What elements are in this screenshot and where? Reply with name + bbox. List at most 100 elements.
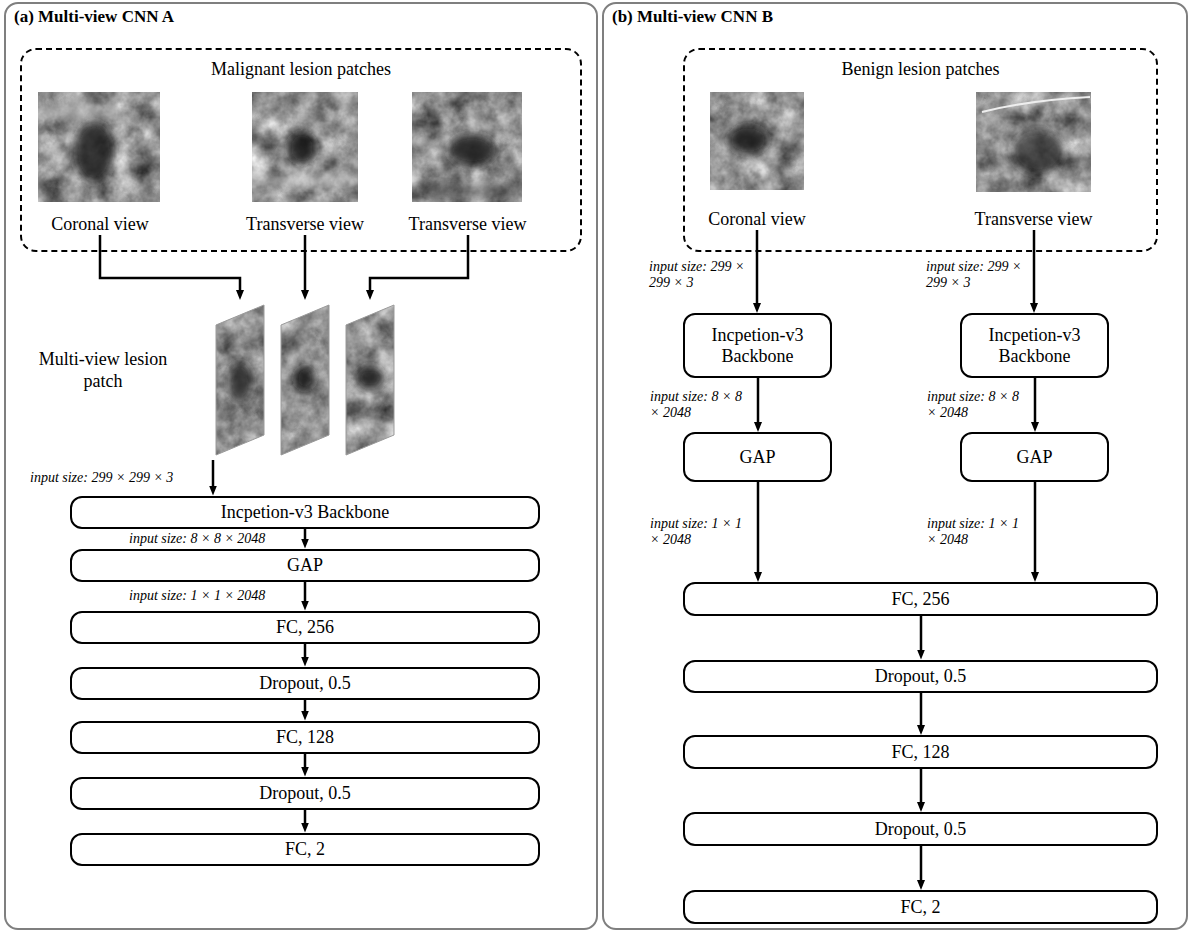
caption-text: Multi-view lesion patch bbox=[18, 348, 188, 392]
caption-text: Malignant lesion patches bbox=[22, 58, 580, 80]
caption-text: Coronal view bbox=[708, 208, 805, 230]
layer-box: FC, 256 bbox=[683, 582, 1158, 616]
patch-outline bbox=[281, 305, 329, 455]
input-size-label: input size: 299 × 299 × 3 bbox=[926, 259, 1026, 291]
lesion-blob bbox=[288, 132, 316, 164]
lesion-blob bbox=[448, 134, 496, 166]
arrow-connector bbox=[304, 582, 307, 605]
tissue-band bbox=[412, 182, 522, 198]
layer-box: Incpetion-v3 Backbone bbox=[960, 313, 1109, 378]
arrow-connector bbox=[1034, 482, 1037, 576]
input-size-label: input size: 8 × 8 × 2048 bbox=[650, 389, 750, 421]
input-size-label: input size: 8 × 8 × 2048 bbox=[129, 531, 265, 547]
tissue-texture bbox=[281, 305, 329, 455]
layer-name: GAP bbox=[739, 447, 775, 468]
lesion-blob bbox=[1012, 130, 1064, 174]
lesion-image bbox=[412, 92, 522, 202]
lesion-image bbox=[976, 92, 1091, 192]
panel-title: (a) Multi-view CNN A bbox=[14, 7, 596, 27]
layer-name: FC, 256 bbox=[276, 617, 334, 638]
layer-box: Dropout, 0.5 bbox=[70, 667, 540, 700]
layer-box: FC, 128 bbox=[70, 721, 540, 754]
layer-box: Incpetion-v3 Backbone bbox=[70, 496, 540, 529]
layer-name: Dropout, 0.5 bbox=[259, 673, 351, 694]
arrow-connector bbox=[1034, 378, 1037, 426]
arrow-connector bbox=[757, 482, 760, 576]
lesion-blob bbox=[74, 122, 114, 182]
layer-box: Dropout, 0.5 bbox=[70, 777, 540, 810]
stacked-patch: Multi-view lesion patch bbox=[18, 300, 408, 460]
image-patch: Coronal view bbox=[687, 90, 827, 230]
arrow-connector bbox=[920, 693, 923, 730]
caption-text: Transverse view bbox=[409, 213, 527, 235]
panel-title: (b) Multi-view CNN B bbox=[612, 7, 1186, 27]
layer-name: FC, 2 bbox=[900, 897, 940, 918]
layer-name: FC, 128 bbox=[276, 727, 334, 748]
layer-name: FC, 256 bbox=[891, 589, 949, 610]
tissue-texture bbox=[710, 92, 804, 190]
lesion-blob bbox=[356, 366, 384, 390]
layer-box: FC, 2 bbox=[70, 833, 540, 866]
input-size-label: input size: 1 × 1 × 2048 bbox=[650, 516, 750, 548]
layer-name: Incpetion-v3 Backbone bbox=[691, 325, 824, 367]
layer-box: Dropout, 0.5 bbox=[683, 812, 1158, 846]
image-patch: Transverse view bbox=[966, 90, 1101, 230]
skewed-patch bbox=[281, 305, 329, 455]
tissue-band bbox=[252, 174, 358, 186]
layer-box: GAP bbox=[683, 432, 832, 482]
tissue-texture bbox=[346, 305, 394, 455]
layer-box: Dropout, 0.5 bbox=[683, 660, 1158, 693]
layer-name: Dropout, 0.5 bbox=[875, 819, 967, 840]
lesion-image bbox=[252, 92, 358, 202]
arrow-connector bbox=[370, 235, 468, 294]
patch-outline bbox=[346, 305, 394, 455]
layer-name: Incpetion-v3 Backbone bbox=[221, 502, 389, 523]
image-patch: Transverse view bbox=[400, 90, 535, 235]
tissue-texture bbox=[976, 92, 1091, 192]
skewed-patch bbox=[216, 305, 264, 455]
layer-box: FC, 2 bbox=[683, 890, 1158, 924]
patch-group: Malignant lesion patchesCoronal view Tran… bbox=[20, 48, 582, 252]
patch-outline bbox=[216, 305, 264, 455]
skewed-patch bbox=[346, 305, 394, 455]
input-size-label: input size: 1 × 1 × 2048 bbox=[129, 588, 265, 604]
panel-frame: (a) Multi-view CNN A Malignant lesion pat… bbox=[4, 2, 598, 930]
image-patch: Transverse view bbox=[237, 90, 373, 235]
layer-name: GAP bbox=[1016, 447, 1052, 468]
arrow-connector bbox=[304, 235, 307, 294]
layer-name: FC, 128 bbox=[891, 742, 949, 763]
image-patch: Coronal view bbox=[30, 90, 170, 235]
tissue-band bbox=[38, 103, 125, 121]
arrow-connector bbox=[756, 230, 759, 307]
layer-box: GAP bbox=[960, 432, 1109, 482]
arrow-connector bbox=[304, 529, 307, 543]
lesion-image bbox=[38, 92, 160, 202]
input-size-label: input size: 8 × 8 × 2048 bbox=[927, 389, 1027, 421]
layer-box: GAP bbox=[70, 549, 540, 582]
caption-text: Benign lesion patches bbox=[685, 58, 1156, 80]
lesion-blob bbox=[728, 125, 768, 155]
caption-text: Coronal view bbox=[51, 213, 148, 235]
layer-name: Incpetion-v3 Backbone bbox=[968, 325, 1101, 367]
layer-name: GAP bbox=[287, 555, 323, 576]
tissue-streak bbox=[982, 97, 1090, 112]
input-size-label: input size: 299 × 299 × 3 bbox=[649, 259, 749, 291]
input-size-label: input size: 299 × 299 × 3 bbox=[30, 470, 173, 486]
arrow-connector bbox=[100, 235, 240, 294]
tissue-texture bbox=[216, 305, 264, 455]
layer-name: Dropout, 0.5 bbox=[259, 783, 351, 804]
patch-group: Benign lesion patchesCoronal view Transve… bbox=[683, 48, 1158, 252]
caption-text: Transverse view bbox=[246, 213, 364, 235]
lesion-image bbox=[710, 92, 804, 190]
layer-box: Incpetion-v3 Backbone bbox=[683, 313, 832, 378]
arrow-connector bbox=[304, 810, 307, 827]
arrow-connector bbox=[757, 378, 760, 426]
layer-box: FC, 128 bbox=[683, 735, 1158, 769]
arrow-connector bbox=[920, 846, 923, 884]
arrow-connector bbox=[1033, 230, 1036, 307]
arrow-connector bbox=[920, 769, 923, 806]
arrow-connector bbox=[212, 460, 215, 490]
lesion-blob bbox=[228, 362, 252, 402]
arrow-connector bbox=[304, 700, 307, 715]
